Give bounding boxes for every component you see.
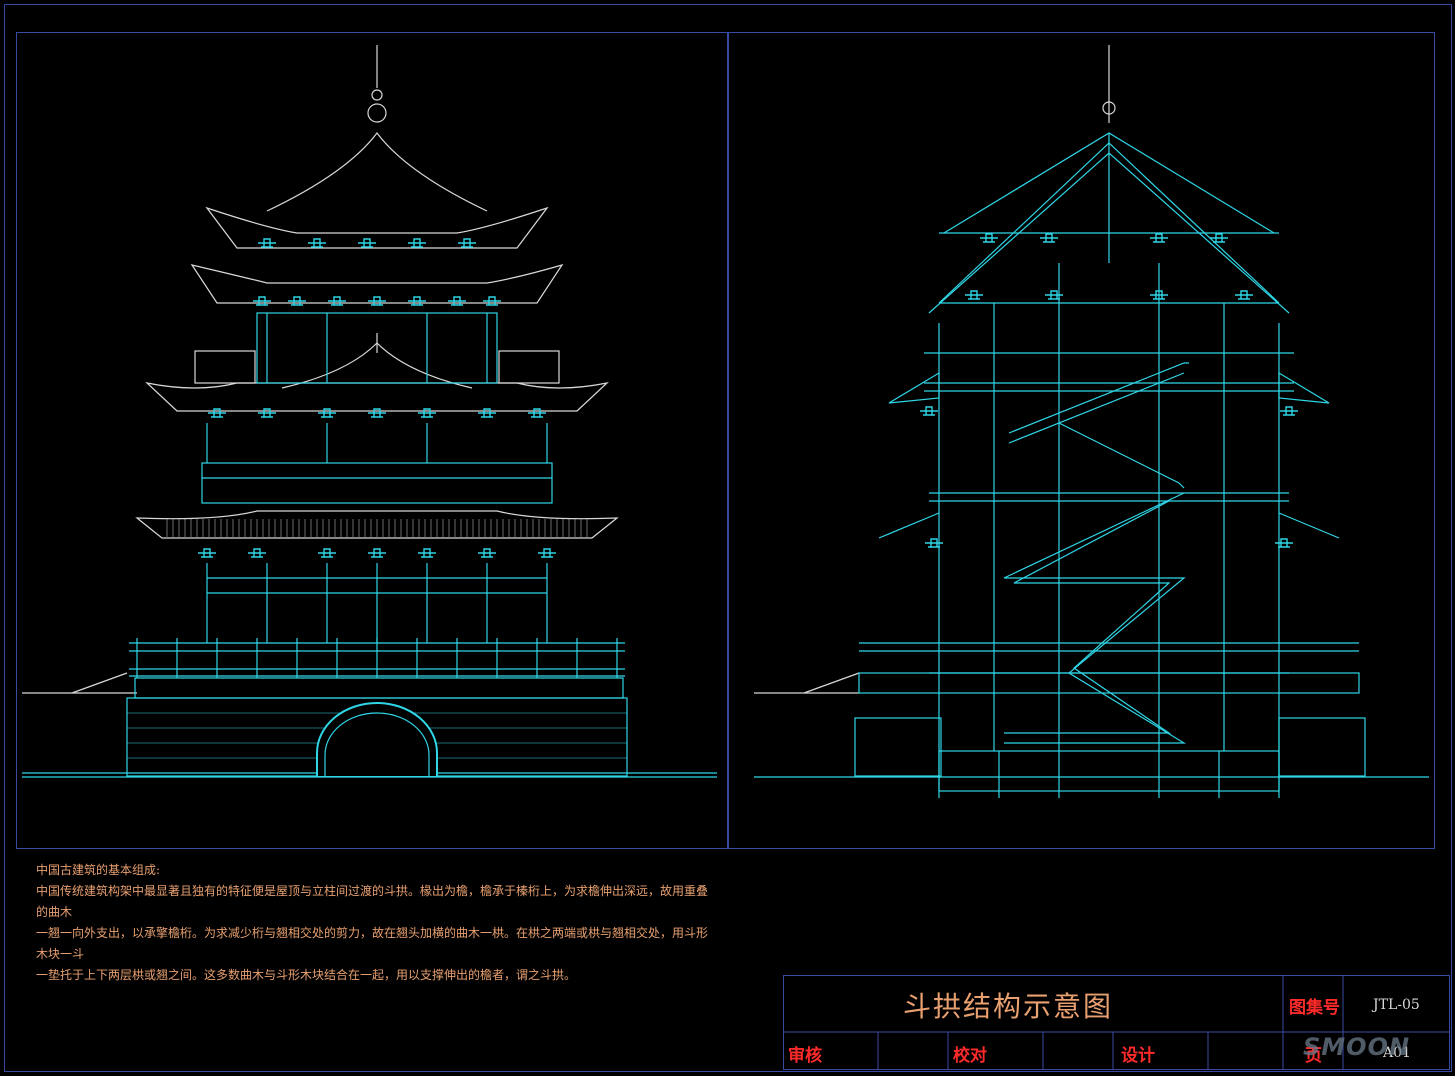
review-label: 审核 xyxy=(788,1046,822,1066)
dougong-bracket xyxy=(258,238,276,248)
dougong-bracket xyxy=(980,233,998,243)
page-label: 页 xyxy=(1305,1046,1322,1066)
notes-line: 中国传统建筑构架中最显著且独有的特征便是屋顶与立柱间过渡的斗拱。椽出为檐，檐承于… xyxy=(36,884,709,919)
dougong-bracket xyxy=(368,296,386,306)
check-label: 校对 xyxy=(953,1046,987,1066)
dougong-bracket xyxy=(925,538,943,548)
dougong-bracket xyxy=(208,408,226,418)
dougong-bracket xyxy=(368,548,386,558)
dougong-bracket xyxy=(538,548,556,558)
dougong-bracket xyxy=(248,548,266,558)
dougong-bracket xyxy=(1210,233,1228,243)
section-viewport[interactable] xyxy=(728,32,1435,849)
dougong-bracket xyxy=(198,548,216,558)
dougong-bracket xyxy=(1275,538,1293,548)
dougong-bracket xyxy=(1045,290,1063,300)
dougong-bracket xyxy=(448,296,466,306)
elevation-drawing xyxy=(22,45,717,778)
title-block-grid xyxy=(783,975,1450,1070)
notes-heading: 中国古建筑的基本组成: xyxy=(36,863,161,877)
dougong-bracket xyxy=(308,238,326,248)
elevation-viewport[interactable] xyxy=(16,32,728,849)
dougong-bracket xyxy=(253,296,271,306)
notes-line: 一翘一向外支出，以承擎檐桁。为求减少桁与翘相交处的剪力，故在翘头加横的曲木一栱。… xyxy=(36,926,709,961)
page-value: A01 xyxy=(1383,1045,1411,1061)
dougong-bracket xyxy=(1280,406,1298,416)
dougong-bracket xyxy=(478,408,496,418)
dougong-bracket xyxy=(483,296,501,306)
title-block: 斗拱结构示意图 图集号 JTL-05 审核 校对 设计 页 A01 SMOON xyxy=(783,975,1450,1070)
atlas-number-value: JTL-05 xyxy=(1373,997,1420,1013)
drawing-title: 斗拱结构示意图 xyxy=(903,990,1114,1023)
design-label: 设计 xyxy=(1121,1046,1155,1066)
dougong-bracket xyxy=(1235,290,1253,300)
drawing-border xyxy=(4,4,1452,1072)
dougong-bracket xyxy=(920,406,938,416)
design-notes: 中国古建筑的基本组成: 中国传统建筑构架中最显著且独有的特征便是屋顶与立柱间过渡… xyxy=(36,860,716,986)
dougong-bracket xyxy=(1040,233,1058,243)
dougong-bracket xyxy=(358,238,376,248)
dougong-bracket xyxy=(1150,233,1168,243)
dougong-bracket xyxy=(318,548,336,558)
watermark: SMOON xyxy=(1303,1033,1411,1061)
section-drawing xyxy=(754,45,1429,798)
dougong-bracket xyxy=(328,296,346,306)
dougong-bracket xyxy=(288,296,306,306)
atlas-number-label: 图集号 xyxy=(1289,998,1340,1018)
notes-line: 一垫托于上下两层栱或翘之间。这多数曲木与斗形木块结合在一起，用以支撑伸出的檐者，… xyxy=(36,968,577,982)
dougong-bracket xyxy=(418,408,436,418)
dougong-bracket xyxy=(318,408,336,418)
dougong-bracket xyxy=(368,408,386,418)
dougong-bracket xyxy=(418,548,436,558)
dougong-bracket xyxy=(258,408,276,418)
dougong-bracket xyxy=(965,290,983,300)
dougong-bracket xyxy=(1150,290,1168,300)
dougong-bracket xyxy=(478,548,496,558)
dougong-bracket xyxy=(458,238,476,248)
dougong-bracket xyxy=(408,238,426,248)
dougong-bracket xyxy=(528,408,546,418)
dougong-bracket xyxy=(408,296,426,306)
